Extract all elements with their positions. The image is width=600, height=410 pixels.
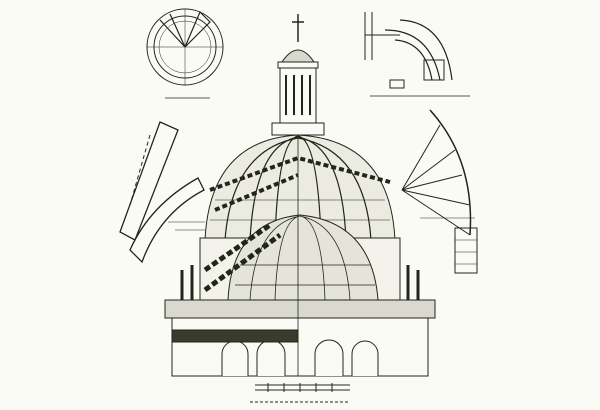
quarter-arc-detail bbox=[401, 109, 478, 274]
scale-bars bbox=[250, 383, 350, 403]
arch-rib-detail bbox=[119, 121, 205, 264]
rib-section-detail bbox=[364, 12, 470, 97]
ring-plan-drawing bbox=[146, 8, 224, 99]
dome-elevation bbox=[164, 14, 436, 377]
